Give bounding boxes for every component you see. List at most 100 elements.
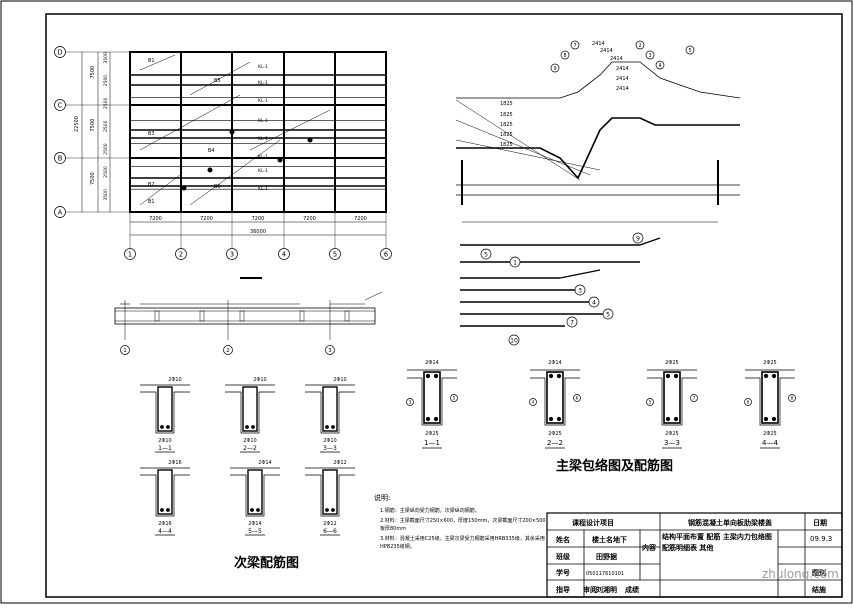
main-section-bubble-text: 5: [649, 400, 652, 405]
main-section-bubble-text: 8: [791, 396, 794, 401]
main-bar: [433, 373, 439, 379]
secondary-beam-sections: 2Φ102Φ101—12Φ102Φ102—22Φ102Φ103—32Φ162Φ1…: [140, 377, 355, 536]
sec-section-label: 3—3: [323, 445, 337, 452]
main-section-stirrup: [423, 371, 441, 424]
axis-letter-text: C: [58, 101, 63, 109]
axis-letter-text: D: [57, 48, 62, 56]
env-bubble-text: 9: [553, 66, 556, 72]
rebar-bubble-circle: [588, 296, 600, 308]
main-bar: [556, 373, 562, 379]
column-dot: [207, 167, 213, 173]
beam-tag: B6: [214, 184, 221, 190]
dim-left-inner: 3500: [103, 189, 109, 201]
rebar-bubble-circle: [508, 334, 520, 346]
main-section-bubble-text: 3: [409, 400, 412, 405]
env-dim: 2414: [592, 41, 605, 47]
elev-stirrup: [154, 310, 160, 322]
beam-note: KL-1: [258, 64, 268, 70]
title-block: 课程设计项目 钢筋混凝土单向板肋梁楼盖 姓名 楼土名地下 班级 田野据 学号 0…: [546, 512, 843, 598]
main-section-bubble-text: 7: [693, 396, 696, 401]
notes-heading: 说明:: [374, 493, 390, 502]
rebar-bubble-circle: [574, 284, 586, 296]
env-bubble-text: 8: [563, 53, 566, 59]
tb-content-label: 内容: [642, 543, 656, 552]
inner-frame: [45, 13, 843, 598]
tb-r4-value: 刘湘明: [596, 585, 617, 594]
note-line-3: 板厚80mm: [380, 525, 406, 532]
main-section-label: 2—2: [547, 439, 563, 447]
rebar-bubble-text: 4: [592, 299, 596, 306]
rebar-bubble-circle: [480, 248, 492, 260]
main-section-label: 4—4: [762, 439, 778, 447]
main-beam-envelope: 1825182518251825182524142414241424142414…: [455, 40, 741, 223]
dim-span: 7200: [303, 216, 316, 222]
tb-project: 课程设计项目: [572, 518, 614, 527]
elev-bubble-circle: [223, 345, 233, 355]
sec-section-dim: 2Φ10: [168, 377, 181, 383]
main-section-bottom-dim: 2Φ25: [665, 431, 678, 437]
dim-left-inner: 2500: [103, 98, 109, 110]
elev-beam: [114, 307, 376, 325]
main-section-bottom-dim: 2Φ25: [548, 431, 561, 437]
sec-bar: [166, 425, 170, 429]
dim-span: 7200: [200, 216, 213, 222]
dim-left-outer: 7500: [90, 66, 96, 79]
elev-bubble-circle: [325, 345, 335, 355]
sec-section-dim: 2Φ16: [168, 460, 181, 466]
sec-section-bottom-dim: 2Φ10: [158, 438, 171, 444]
rebar-bubble-circle: [602, 308, 614, 320]
main-beam-sections: 2Φ142Φ251—1352Φ142Φ252—2462Φ252Φ253—3572…: [406, 360, 796, 449]
beam-note: KL-1: [258, 186, 268, 192]
main-bar: [425, 373, 431, 379]
beam-tag: B2: [148, 182, 155, 188]
main-bar: [763, 373, 769, 379]
rebar-bubble-text: 5: [606, 311, 610, 318]
sec-section-bottom-dim: 2Φ10: [323, 438, 336, 444]
sec-section-outline: [305, 467, 355, 517]
axis-number-circle: [278, 248, 290, 260]
env-bubble-circle: [550, 63, 560, 73]
dim-left-inner: 2500: [103, 75, 109, 87]
dim-span: 7200: [149, 216, 162, 222]
notes: 说明: 1.钢筋：主梁纵向受力钢筋，次梁纵向钢筋。 2.材料：主梁截面尺寸250…: [374, 493, 551, 550]
sec-bar: [250, 508, 254, 512]
elev-bubble-circle: [120, 345, 130, 355]
column-dot: [277, 157, 283, 163]
rebar-bubble-text: 7: [570, 319, 574, 326]
env-dim: 2414: [610, 56, 623, 62]
main-bar: [763, 416, 769, 422]
beam-tag: B3: [148, 131, 155, 137]
beam-note: KL-1: [258, 136, 268, 142]
rebar-bend: [639, 237, 661, 246]
tb-r3-label: 学号: [556, 568, 570, 577]
beam-note: KL-1: [258, 80, 268, 86]
axis-number-circle: [329, 248, 341, 260]
tb-sheet-label: 图别: [812, 568, 826, 577]
tb-design-title: 钢筋混凝土单向板肋梁楼盖: [688, 518, 772, 527]
axis-number-text: 5: [333, 250, 337, 258]
beam-tag: B1: [148, 58, 155, 64]
main-section-bubble-text: 6: [747, 400, 750, 405]
sec-bar: [331, 425, 335, 429]
dim-left-inner: 2500: [103, 120, 109, 132]
dim-total: 36000: [250, 229, 266, 235]
rebar-bubble-circle: [566, 316, 578, 328]
axis-number-text: 2: [179, 250, 183, 258]
main-bar: [425, 416, 431, 422]
main-section-bubble-text: 4: [532, 400, 535, 405]
sec-section-stirrup: [322, 386, 338, 432]
main-section-bubble-circle: [788, 394, 796, 402]
main-section-outline: [647, 369, 697, 426]
beam-note: KL-1: [258, 98, 268, 104]
elev-bubble-text: 1: [123, 348, 126, 354]
env-dim: 1825: [500, 101, 513, 107]
env-bubble-text: 5: [688, 48, 691, 54]
beam-tag: B5: [214, 78, 221, 84]
slab-diagonal: [139, 54, 176, 71]
dim-left-inner: 2500: [103, 166, 109, 178]
sec-section-outline: [140, 467, 190, 517]
rebar-bubble-circle: [509, 256, 521, 268]
dim-span: 7200: [354, 216, 367, 222]
